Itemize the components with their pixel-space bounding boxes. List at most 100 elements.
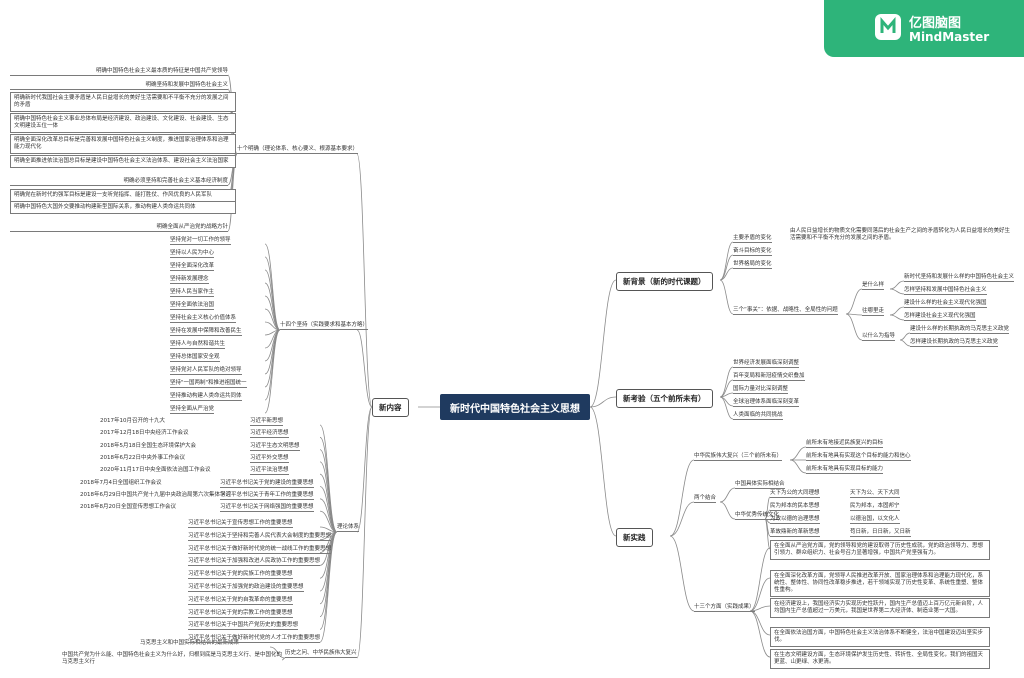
connector	[719, 279, 734, 315]
theory-event-topic: 习近平总书记关于青年工作的重要思想	[220, 491, 314, 500]
connector	[749, 610, 771, 636]
branch-fourteen-persist[interactable]: 十四个坚持（实践要求和基本方略）	[280, 322, 369, 330]
connector	[264, 269, 281, 331]
branch-theory-system[interactable]: 理论体系	[337, 524, 360, 532]
connector	[264, 243, 281, 331]
connector	[356, 406, 373, 533]
theory-event-date: 2017年10月召开的十九大	[100, 418, 165, 424]
bg-main-contradiction[interactable]: 主要矛盾的变化	[733, 235, 772, 243]
connector	[719, 267, 734, 281]
connector	[845, 313, 863, 341]
connector	[319, 510, 338, 533]
topic-new-practice[interactable]: 新实践	[616, 528, 653, 547]
theory-item: 习近平总书记关于党的宗教工作的重要思想	[188, 609, 293, 618]
theory-event-date: 2018年8月20日全国宣传思想工作会议	[80, 504, 176, 511]
theory-event-topic: 习近平总书记关于网络强国的重要思想	[220, 504, 314, 513]
clear-item: 明确中国特色社会主义最本质的特征是中国共产党领导	[10, 68, 228, 76]
fourteen-item: 坚持以人民为中心	[170, 250, 215, 258]
bg-world[interactable]: 世界格局的变化	[733, 261, 772, 269]
connector	[749, 547, 771, 612]
practice-two-combine[interactable]: 两个结合	[694, 495, 717, 503]
practice-ten-aspects[interactable]: 十三个方面（实践成果）	[694, 604, 755, 612]
clear-item: 明确必须坚持和完善社会主义基本经济制度	[10, 178, 228, 186]
connector	[319, 486, 338, 533]
theory-event-topic: 习近平法治思想	[250, 467, 289, 476]
connector	[356, 329, 373, 408]
connector	[589, 279, 617, 408]
fourteen-item: 坚持在发展中保障和改善民生	[170, 328, 242, 336]
theory-event-date: 2020年11月17日中央全面依法治国工作会议	[100, 467, 211, 474]
history-item-2: 中国共产党为什么能、中国特色社会主义为什么好，归根到底是马克思主义行、是中国化的…	[62, 652, 283, 665]
theory-item: 习近平总书记关于坚持和完善人民代表大会制度的重要思想	[188, 532, 332, 541]
clear-item: 明确全面从严治党的战略方针	[10, 224, 228, 232]
fourteen-item: 坚持全面从严治党	[170, 406, 215, 414]
bg-q2[interactable]: 往哪里走	[862, 308, 885, 316]
connector	[264, 329, 281, 401]
root-topic[interactable]: 新时代中国特色社会主义思想	[440, 394, 590, 420]
theory-event-topic: 习近平经济思想	[250, 430, 289, 439]
fourteen-item: 坚持"一国两制"和推进祖国统一	[170, 380, 247, 388]
bg-three[interactable]: 三个“事关”：依据、战略性、全局性的问题	[733, 307, 838, 315]
branch-ten-clear[interactable]: 十个明确（理论体系、核心要义、根源基本要求）	[237, 146, 359, 154]
connector	[319, 498, 338, 533]
theory-item: 习近平总书记关于做好新时代党的人才工作的重要思想	[188, 635, 321, 644]
bg-q3[interactable]: 以什么为指导	[862, 333, 896, 341]
connector	[749, 605, 771, 612]
culture-desc: 以德治国，以文化人	[850, 516, 900, 524]
connector	[789, 459, 807, 474]
practice-chain[interactable]: 中华民族伟大复兴（三个前所未有）	[694, 453, 783, 461]
challenge-item: 人类面临的共同挑战	[733, 412, 783, 420]
fourteen-item: 坚持推动构建人类命运共同体	[170, 393, 242, 401]
connector	[269, 646, 286, 659]
theory-item: 习近平总书记关于党的自我革命的重要思想	[188, 596, 293, 605]
connector	[319, 531, 338, 643]
topic-new-challenge[interactable]: 新考验（五个前所未有）	[616, 389, 713, 408]
bg-q1-item1: 新时代坚持和发展什么样的中国特色社会主义	[904, 274, 1015, 282]
theory-event-topic: 习近平新思想	[250, 418, 284, 426]
connector	[669, 501, 695, 537]
connector	[899, 339, 911, 347]
clear-item: 明确坚持和发展中国特色社会主义	[10, 82, 228, 90]
connector	[719, 501, 736, 520]
clear-item: 明确新时代我国社会主要矛盾是人民日益增长的美好生活需要和不平衡不充分的发展之间的…	[10, 92, 236, 112]
connector	[281, 657, 286, 661]
practice-two-item2: 中华优秀传统文化	[735, 512, 780, 520]
culture-item: 民为邦本的民本思想	[770, 503, 820, 511]
connector	[789, 446, 807, 461]
bg-q3-item2: 怎样建设长期执政的马克思主义政党	[910, 339, 999, 347]
culture-desc: 天下为公、天下大同	[850, 490, 900, 498]
connector	[669, 459, 695, 537]
branch-history[interactable]: 历史之问、中华民族伟大复兴	[285, 650, 357, 658]
connector	[319, 436, 338, 533]
practice-chain-item2: 前所未有地具有实现这个目标的能力和信心	[806, 453, 911, 461]
connector	[749, 610, 771, 658]
theory-event-topic: 习近平总书记关于党的建设的重要思想	[220, 479, 314, 488]
bg-struggle[interactable]: 奋斗目标的变化	[733, 248, 772, 256]
connector	[889, 314, 905, 321]
topic-new-background[interactable]: 新背景（新的时代课题）	[616, 272, 713, 291]
bg-q1[interactable]: 是什么样	[862, 282, 885, 290]
culture-desc: 苟日新，日日新，又日新	[850, 529, 911, 537]
achievement-paragraph: 在全面从严治党方面，党的领导和党的建设取得了历史性成就，党的政治领导力、思想引领…	[770, 540, 990, 560]
connector	[719, 487, 736, 503]
culture-item: 为政以德的治理思想	[770, 516, 820, 524]
theory-event-topic: 习近平生态文明思想	[250, 442, 300, 451]
theory-item: 习近平总书记关于党的民族工作的重要思想	[188, 571, 293, 580]
culture-desc: 民为邦本，本固邦宁	[850, 503, 900, 511]
connector	[749, 577, 771, 612]
connector	[889, 306, 905, 316]
connector	[264, 329, 281, 414]
theory-event-date: 2018年7月4日全国组织工作会议	[80, 479, 162, 486]
achievement-paragraph: 在全面深化改革方面，党领导人民推进改革开放、国家治理体系和治理能力现代化，系统性…	[770, 570, 990, 597]
fourteen-item: 坚持党对一切工作的领导	[170, 237, 231, 245]
challenge-item: 世界经济发展面临深刻调整	[733, 360, 800, 368]
fourteen-item: 坚持社会主义核心价值体系	[170, 315, 237, 323]
practice-chain-item3: 前所未有地具有实现目标的能力	[806, 466, 884, 474]
clear-item: 明确全面深化改革总目标是完善和发展中国特色社会主义制度，推进国家治理体系和治理能…	[10, 134, 236, 154]
topic-new-content[interactable]: 新内容	[372, 398, 409, 417]
theory-item: 习近平总书记关于宣传思想工作的重要思想	[188, 520, 293, 528]
fourteen-item: 坚持全面深化改革	[170, 263, 215, 271]
fourteen-item: 坚持总体国家安全观	[170, 354, 220, 362]
connector	[889, 280, 905, 290]
